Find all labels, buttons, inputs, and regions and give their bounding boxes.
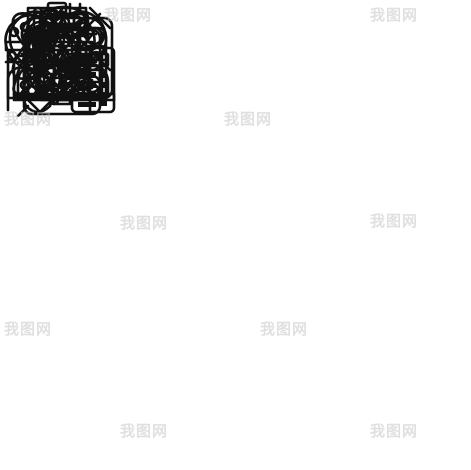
watermark: 我图网	[120, 214, 169, 232]
watermark: 我图网	[4, 110, 53, 128]
watermark: 我图网	[370, 422, 419, 440]
watermark: 我图网	[260, 320, 309, 338]
watermark: 我图网	[370, 212, 419, 230]
syringe-icon	[0, 0, 117, 117]
watermark: 我图网	[120, 422, 169, 440]
calculator-dropper-icon	[0, 0, 117, 117]
watermark: 我图网	[104, 6, 153, 24]
watermark: 我图网	[224, 110, 273, 128]
watermark: 我图网	[370, 6, 419, 24]
watermark: 我图网	[4, 320, 53, 338]
